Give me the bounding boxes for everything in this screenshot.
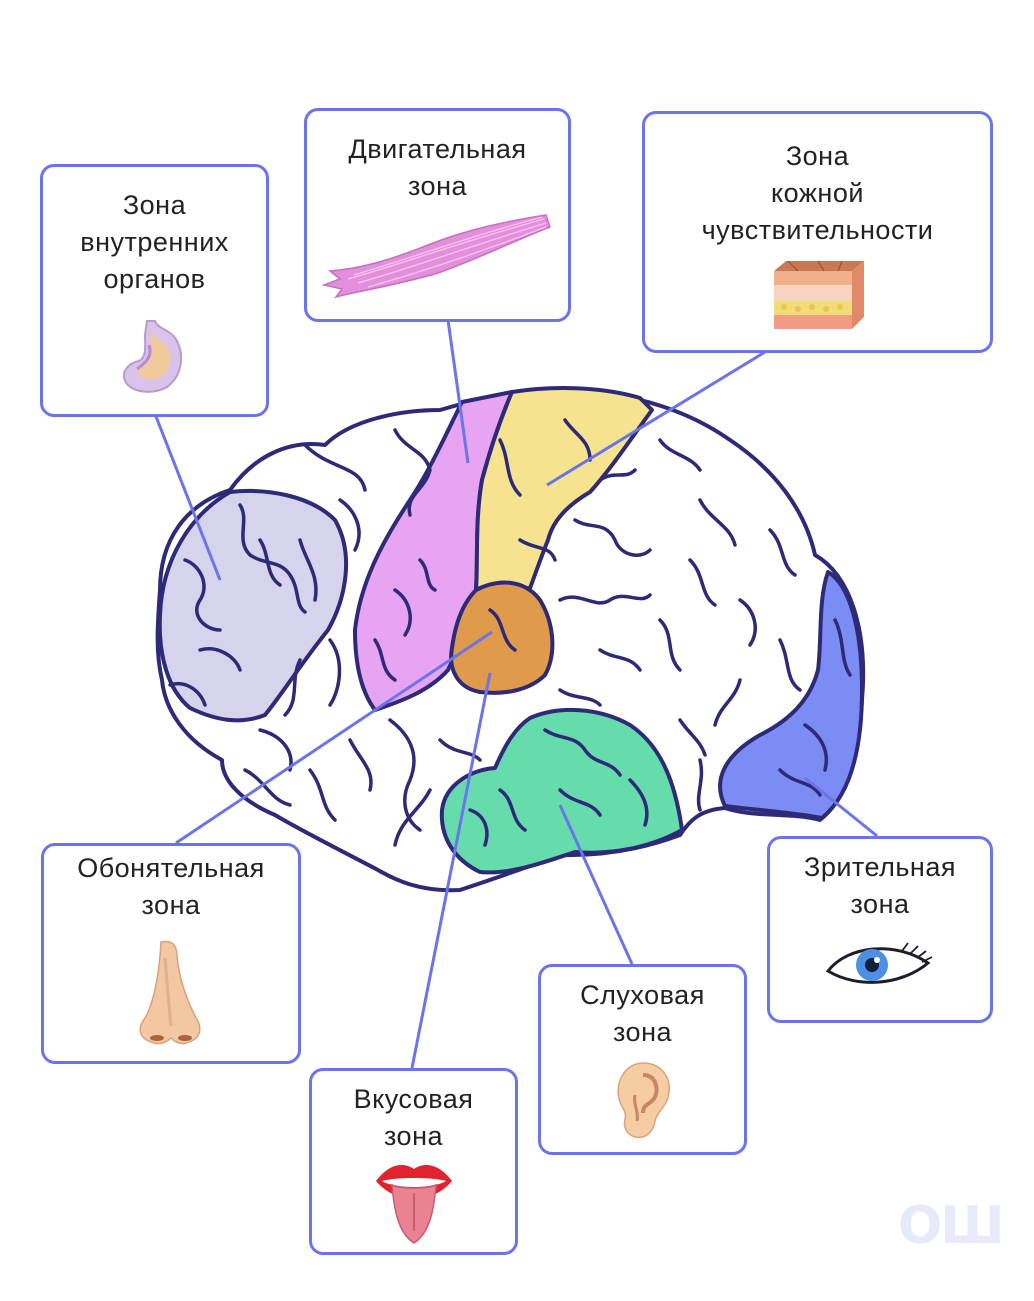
ear-icon: [616, 1062, 670, 1139]
nose-icon: [139, 940, 201, 1045]
connector-taste: [410, 672, 492, 1069]
taste-zone: [449, 580, 555, 695]
visual-label: Зрительная зона: [804, 852, 956, 919]
olfactory-label: Обонятельная зона: [77, 853, 265, 920]
taste-label: Вкусовая зона: [353, 1084, 474, 1151]
connector-visual: [804, 776, 878, 838]
olfactory-label-box: Обонятельная зона: [41, 843, 301, 1064]
brain-folds: [168, 418, 852, 847]
stomach-icon: [122, 320, 182, 393]
connector-olfactory: [175, 630, 493, 845]
eye-icon: [825, 942, 933, 984]
internal-organs-label: Зона внутренних органов: [80, 190, 229, 294]
skin-label: Зона кожной чувствительности: [701, 141, 934, 245]
motor-label: Двигательная зона: [348, 134, 527, 201]
visual-label-box: Зрительная зона: [767, 836, 993, 1023]
connector-lines: [153, 319, 878, 1069]
motor-label-box: Двигательная зона: [304, 108, 571, 322]
muscle-icon: [320, 214, 551, 299]
watermark-logo: ОШ: [898, 1196, 1004, 1256]
connector-auditory: [558, 804, 634, 965]
tongue-icon: [375, 1165, 452, 1244]
connector-internal-organs: [153, 413, 222, 581]
connector-skin: [546, 350, 766, 487]
taste-label-box: Вкусовая зона: [309, 1068, 518, 1255]
auditory-label: Слуховая зона: [580, 980, 705, 1047]
internal-organs-label-box: Зона внутренних органов: [40, 164, 269, 417]
connector-motor: [446, 319, 470, 464]
auditory-label-box: Слуховая зона: [538, 964, 747, 1155]
brain-illustration: [155, 386, 866, 893]
skin-layers-icon: [773, 260, 864, 329]
skin-label-box: Зона кожной чувствительности: [642, 111, 993, 353]
